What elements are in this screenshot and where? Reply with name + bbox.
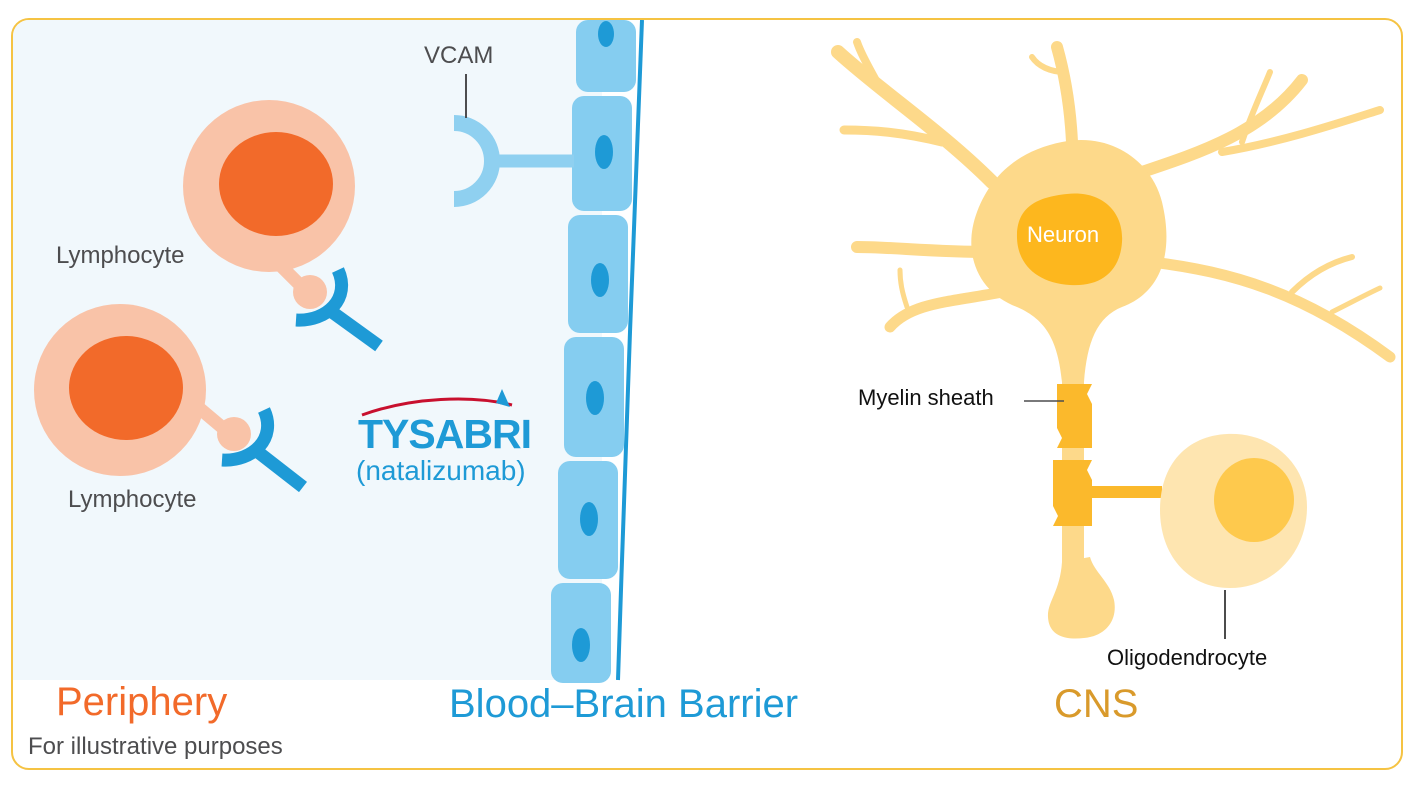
illustrative-footnote: For illustrative purposes — [28, 733, 283, 760]
axon-terminal — [1047, 557, 1115, 639]
lymphocyte-top — [183, 100, 355, 309]
neuron-nucleus — [1016, 193, 1123, 286]
tysabri-brand-name: TYSABRI — [358, 411, 532, 457]
endothelial-cell — [558, 461, 618, 579]
oligodendrocyte — [1160, 433, 1307, 588]
endothelial-cell — [576, 20, 636, 92]
endothelial-cell — [568, 215, 628, 333]
endothelial-cell — [572, 96, 632, 211]
tysabri-generic-name: (natalizumab) — [356, 455, 526, 486]
blood-brain-barrier — [551, 20, 644, 683]
diagram-frame — [11, 18, 1403, 770]
endothelial-cell — [551, 583, 611, 683]
natalizumab-antibody-top — [295, 267, 383, 352]
myelin-sheath-segment — [1053, 460, 1092, 526]
oligodendrocyte-label: Oligodendrocyte — [1107, 645, 1268, 670]
tysabri-logo: TYSABRI (natalizumab) — [352, 385, 532, 495]
endothelial-cell — [564, 337, 624, 457]
neuron — [831, 38, 1396, 639]
myelin-sheath-label: Myelin sheath — [858, 385, 994, 410]
tysabri-swoosh-icon — [361, 389, 513, 417]
vcam-label: VCAM — [424, 42, 494, 69]
neuron-label: Neuron — [1027, 222, 1100, 247]
region-blood-brain-barrier: Blood–Brain Barrier — [449, 682, 799, 726]
region-periphery: Periphery — [56, 680, 228, 724]
region-cns: CNS — [1054, 682, 1139, 726]
lymphocyte-label-top: Lymphocyte — [56, 242, 185, 269]
lymphocyte-bottom — [34, 304, 251, 476]
natalizumab-antibody-bottom — [221, 407, 307, 493]
mechanism-diagram — [13, 20, 1396, 683]
myelin-sheath-segment — [1057, 384, 1092, 448]
lymphocyte-label-bottom: Lymphocyte — [68, 486, 197, 513]
vcam-receptor — [453, 74, 574, 207]
